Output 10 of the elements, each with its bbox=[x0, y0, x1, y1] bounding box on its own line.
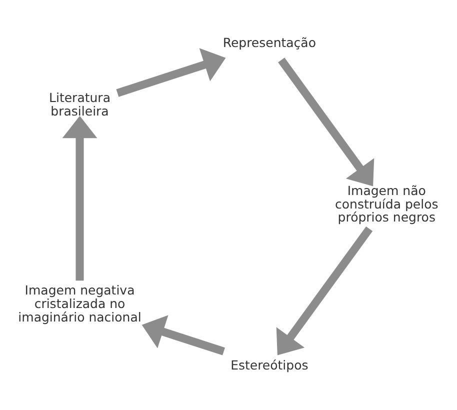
arrow bbox=[276, 226, 373, 356]
arrow bbox=[278, 58, 374, 186]
node-text: Representação bbox=[222, 34, 316, 50]
node-text: Imagem não construída pelos próprios negros bbox=[335, 182, 438, 225]
node-text: Literatura brasileira bbox=[49, 90, 110, 118]
arrow bbox=[142, 315, 225, 356]
arrow bbox=[62, 116, 98, 281]
node-text: Estereótipos bbox=[230, 358, 308, 373]
arrow bbox=[116, 48, 226, 97]
node-text: Imagem negativa cristalizada no imaginário nacional bbox=[18, 282, 142, 324]
